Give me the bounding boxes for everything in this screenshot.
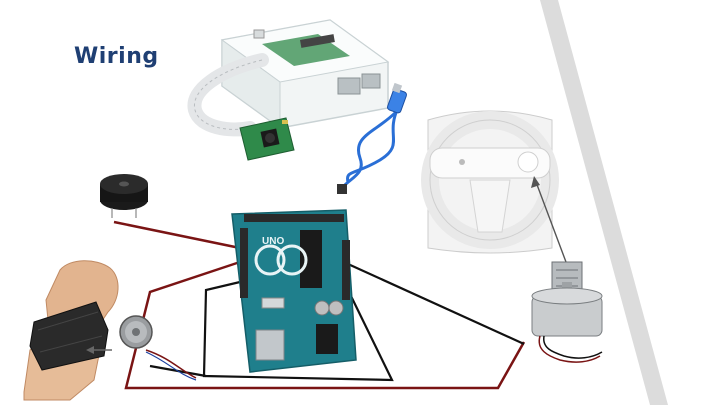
arduino-board-icon: UNO <box>232 210 356 372</box>
raspberry-pi-icon <box>222 20 388 128</box>
arduino-label: UNO <box>262 236 284 247</box>
slide-title: Wiring <box>74 44 159 69</box>
dc-motor-icon <box>532 262 602 362</box>
background-stripe <box>540 0 668 405</box>
wristband-icon <box>24 261 118 400</box>
buzzer-icon <box>100 174 148 218</box>
